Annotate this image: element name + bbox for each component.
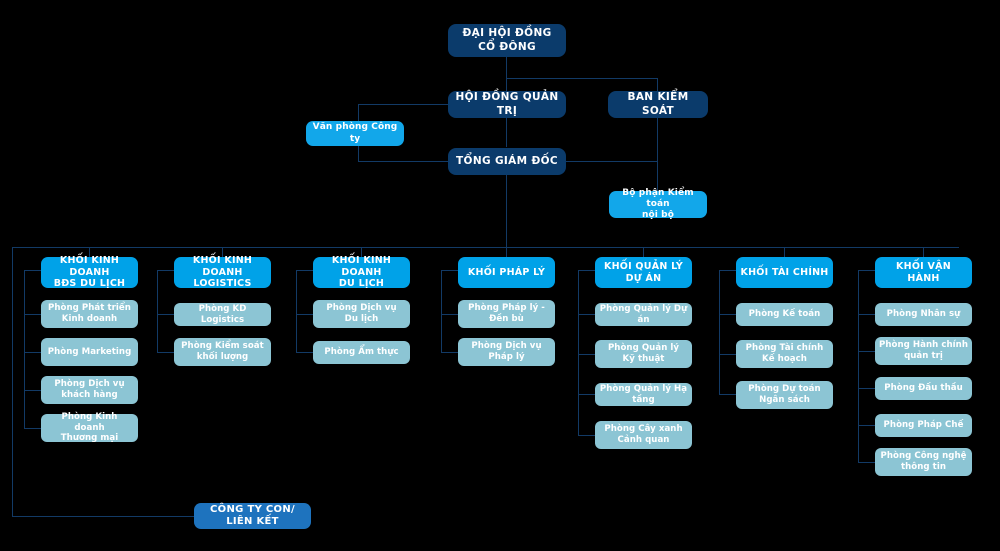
connector-ceo-right-stub [564,161,658,162]
connector-spine-7 [858,270,859,462]
connector-stub-7-1 [858,351,875,352]
connector-board-supervisory-bus [506,78,658,79]
connector-stub-1-head [24,270,41,271]
connector-stub-3-0 [296,314,313,315]
department-1-2[interactable]: Phòng Dịch vụ khách hàng [41,376,138,404]
connector-stub-7-head [858,270,875,271]
connector-spine-5 [578,270,579,435]
node-supervisory-board[interactable]: BAN KIỂM SOÁT [608,91,708,118]
connector-stub-6-2 [719,394,736,395]
department-7-0[interactable]: Phòng Nhân sự [875,303,972,326]
connector-stub-4-1 [441,352,458,353]
connector-bus-drop-5 [643,247,644,257]
department-7-3[interactable]: Phòng Pháp Chế [875,414,972,437]
department-6-1[interactable]: Phòng Tài chính Kế hoạch [736,340,833,368]
connector-bus-drop-1 [89,247,90,257]
division-head-4[interactable]: KHỐI PHÁP LÝ [458,257,555,288]
division-head-6[interactable]: KHỐI TÀI CHÍNH [736,257,833,288]
connector-ceo-to-division-bus [506,175,507,247]
department-7-1[interactable]: Phòng Hành chính quản trị [875,337,972,365]
connector-spine-3 [296,270,297,352]
node-internal-audit[interactable]: Bộ phận Kiểm toán nội bộ [609,188,707,220]
connector-spine-6 [719,270,720,395]
connector-stub-2-0 [157,314,174,315]
connector-stub-2-head [157,270,174,271]
connector-stub-6-1 [719,354,736,355]
department-1-3[interactable]: Phòng Kinh doanh Thương mại [41,412,138,443]
node-subsidiaries[interactable]: CÔNG TY CON/ LIÊN KẾT [194,503,311,529]
connector-stub-7-4 [858,462,875,463]
connector-stub-1-1 [24,352,41,353]
connector-spine-1 [24,270,25,428]
department-5-0[interactable]: Phòng Quản lý Dự án [595,303,692,326]
department-1-1[interactable]: Phòng Marketing [41,338,138,366]
connector-bus-drop-4 [506,247,507,257]
division-head-5[interactable]: KHỐI QUẢN LÝ DỰ ÁN [595,257,692,288]
connector-board-to-ceo [506,118,507,147]
connector-stub-5-0 [578,314,595,315]
connector-stub-5-1 [578,354,595,355]
connector-bus-drop-2 [222,247,223,257]
department-1-0[interactable]: Phòng Phát triển Kinh doanh [41,300,138,328]
connector-stub-1-2 [24,390,41,391]
division-head-7[interactable]: KHỐI VẬN HÀNH [875,257,972,288]
department-5-3[interactable]: Phòng Cây xanh Cảnh quan [595,421,692,449]
department-6-0[interactable]: Phòng Kế toán [736,303,833,326]
connector-left-rail-vertical [12,247,13,516]
node-shareholders-assembly[interactable]: ĐẠI HỘI ĐỒNG CỔ ĐÔNG [448,24,566,57]
connector-stub-4-0 [441,314,458,315]
connector-stub-6-head [719,270,736,271]
department-6-2[interactable]: Phòng Dự toán Ngân sách [736,381,833,409]
connector-stub-3-head [296,270,313,271]
connector-bus-drop-3 [361,247,362,257]
department-7-2[interactable]: Phòng Đấu thầu [875,377,972,400]
connector-supervisory-to-audit [657,118,658,191]
connector-bus-to-board [506,78,507,91]
connector-stub-4-head [441,270,458,271]
connector-bus-drop-7 [923,247,924,257]
department-2-1[interactable]: Phòng Kiểm soát khối lượng [174,338,271,366]
connector-stub-7-0 [858,314,875,315]
connector-stub-5-2 [578,394,595,395]
connector-stub-5-3 [578,435,595,436]
department-2-0[interactable]: Phòng KD Logistics [174,303,271,326]
connector-stub-3-1 [296,352,313,353]
connector-stub-1-0 [24,314,41,315]
division-head-2[interactable]: KHỐI KINH DOANH LOGISTICS [174,255,271,289]
connector-stub-1-3 [24,428,41,429]
node-board-of-directors[interactable]: HỘI ĐỒNG QUẢN TRỊ [448,91,566,118]
connector-left-rail-to-subsidiaries [12,516,194,517]
connector-shareholders-down [506,56,507,78]
connector-stub-2-1 [157,352,174,353]
connector-spine-2 [157,270,158,352]
connector-office-top [358,104,449,105]
department-5-1[interactable]: Phòng Quản lý Kỹ thuật [595,340,692,368]
connector-division-bus [12,247,959,248]
department-4-0[interactable]: Phòng Pháp lý - Đền bù [458,300,555,328]
division-head-3[interactable]: KHỐI KINH DOANH DU LỊCH [313,255,410,289]
connector-stub-7-2 [858,388,875,389]
connector-stub-5-head [578,270,595,271]
department-5-2[interactable]: Phòng Quản lý Hạ tầng [595,383,692,406]
department-3-1[interactable]: Phòng Ẩm thực [313,341,410,364]
department-3-0[interactable]: Phòng Dịch vụ Du lịch [313,300,410,328]
connector-spine-4 [441,270,442,352]
connector-office-bottom [358,161,449,162]
node-company-office[interactable]: Văn phòng Công ty [306,121,404,146]
department-4-1[interactable]: Phòng Dịch vụ Pháp lý [458,338,555,366]
division-head-1[interactable]: KHỐI KINH DOANH BĐS DU LỊCH [41,255,138,289]
connector-stub-6-0 [719,314,736,315]
node-ceo[interactable]: TỔNG GIÁM ĐỐC [448,148,566,175]
connector-stub-7-3 [858,425,875,426]
connector-bus-to-supervisory [657,78,658,91]
connector-bus-drop-6 [784,247,785,257]
department-7-4[interactable]: Phòng Công nghệ thông tin [875,448,972,476]
